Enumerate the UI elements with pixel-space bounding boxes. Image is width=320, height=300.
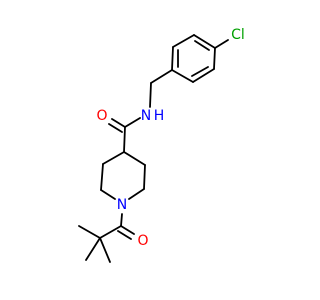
pip-bond-6 bbox=[102, 151, 125, 165]
pivaloyl-oxygen-label: O bbox=[137, 233, 148, 249]
chlorine-label: Cl bbox=[231, 27, 245, 43]
ring-bond-6 bbox=[193, 34, 216, 49]
ring-ch2-bond bbox=[150, 69, 173, 84]
pip-bond-4 bbox=[100, 189, 116, 200]
n-acyl-bond bbox=[120, 213, 123, 227]
molecule-diagram: Cl O N H N O bbox=[0, 0, 300, 300]
ring-bond-1 bbox=[213, 47, 216, 70]
tbu-methyl-2 bbox=[85, 237, 101, 261]
carbonyl-c4-bond bbox=[123, 126, 126, 153]
piperidine-nitrogen-label: N bbox=[117, 197, 127, 213]
amide-nitrogen-label: N bbox=[141, 108, 151, 124]
ch2-nh-bond bbox=[149, 82, 152, 108]
ring-bond-3 bbox=[171, 69, 194, 83]
pip-bond-5 bbox=[100, 163, 104, 191]
acyl-tbu-bond bbox=[99, 225, 122, 239]
tbu-methyl-3 bbox=[99, 237, 111, 263]
nh-carbonyl-bond bbox=[124, 117, 141, 128]
ring-bond-2 bbox=[192, 68, 215, 83]
c-cl-bond bbox=[214, 39, 229, 49]
pip-bond-3 bbox=[128, 188, 145, 200]
tbu-methyl-1 bbox=[78, 225, 101, 239]
background bbox=[0, 0, 300, 300]
amide-co-bond-b bbox=[108, 123, 123, 133]
amide-oxygen-label: O bbox=[96, 108, 107, 124]
acyl-co-bond-b bbox=[117, 230, 132, 240]
amide-co-bond-a bbox=[111, 118, 126, 128]
ring-bond-5 bbox=[172, 34, 195, 48]
ring-bond-4 bbox=[171, 46, 174, 71]
ring-bond-6-inner bbox=[194, 40, 210, 51]
ring-bond-2-inner bbox=[191, 66, 209, 77]
piperidine-ring bbox=[100, 151, 146, 200]
chlorophenyl-ring bbox=[171, 34, 216, 83]
amide-hydrogen-label: H bbox=[154, 108, 165, 124]
pip-bond-2 bbox=[143, 164, 146, 190]
acyl-co-bond-a bbox=[120, 225, 135, 235]
pip-bond-1 bbox=[123, 151, 146, 166]
